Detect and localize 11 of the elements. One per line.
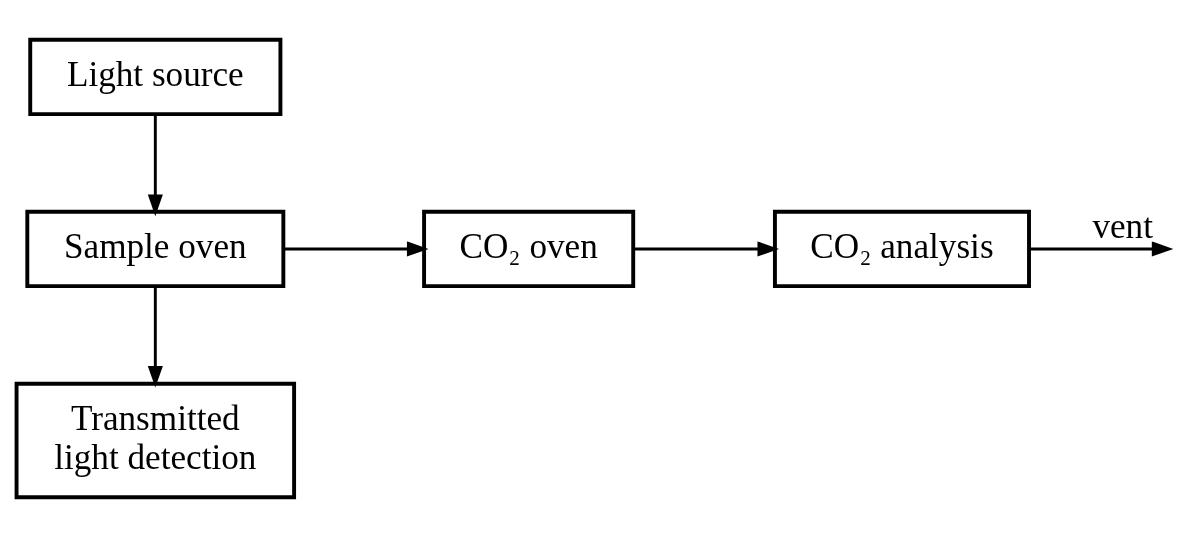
edge-label: vent	[1092, 207, 1153, 247]
arrow	[147, 286, 163, 388]
arrow	[1029, 241, 1174, 257]
arrow	[283, 241, 429, 257]
arrow	[633, 241, 779, 257]
node-box: Transmitted light detection	[14, 381, 297, 500]
node-box: CO₂ analysis	[772, 209, 1031, 289]
node-box: Light source	[28, 37, 283, 117]
node-box: CO₂ oven	[422, 209, 636, 289]
arrow	[147, 114, 163, 217]
node-box: Sample oven	[25, 209, 286, 289]
